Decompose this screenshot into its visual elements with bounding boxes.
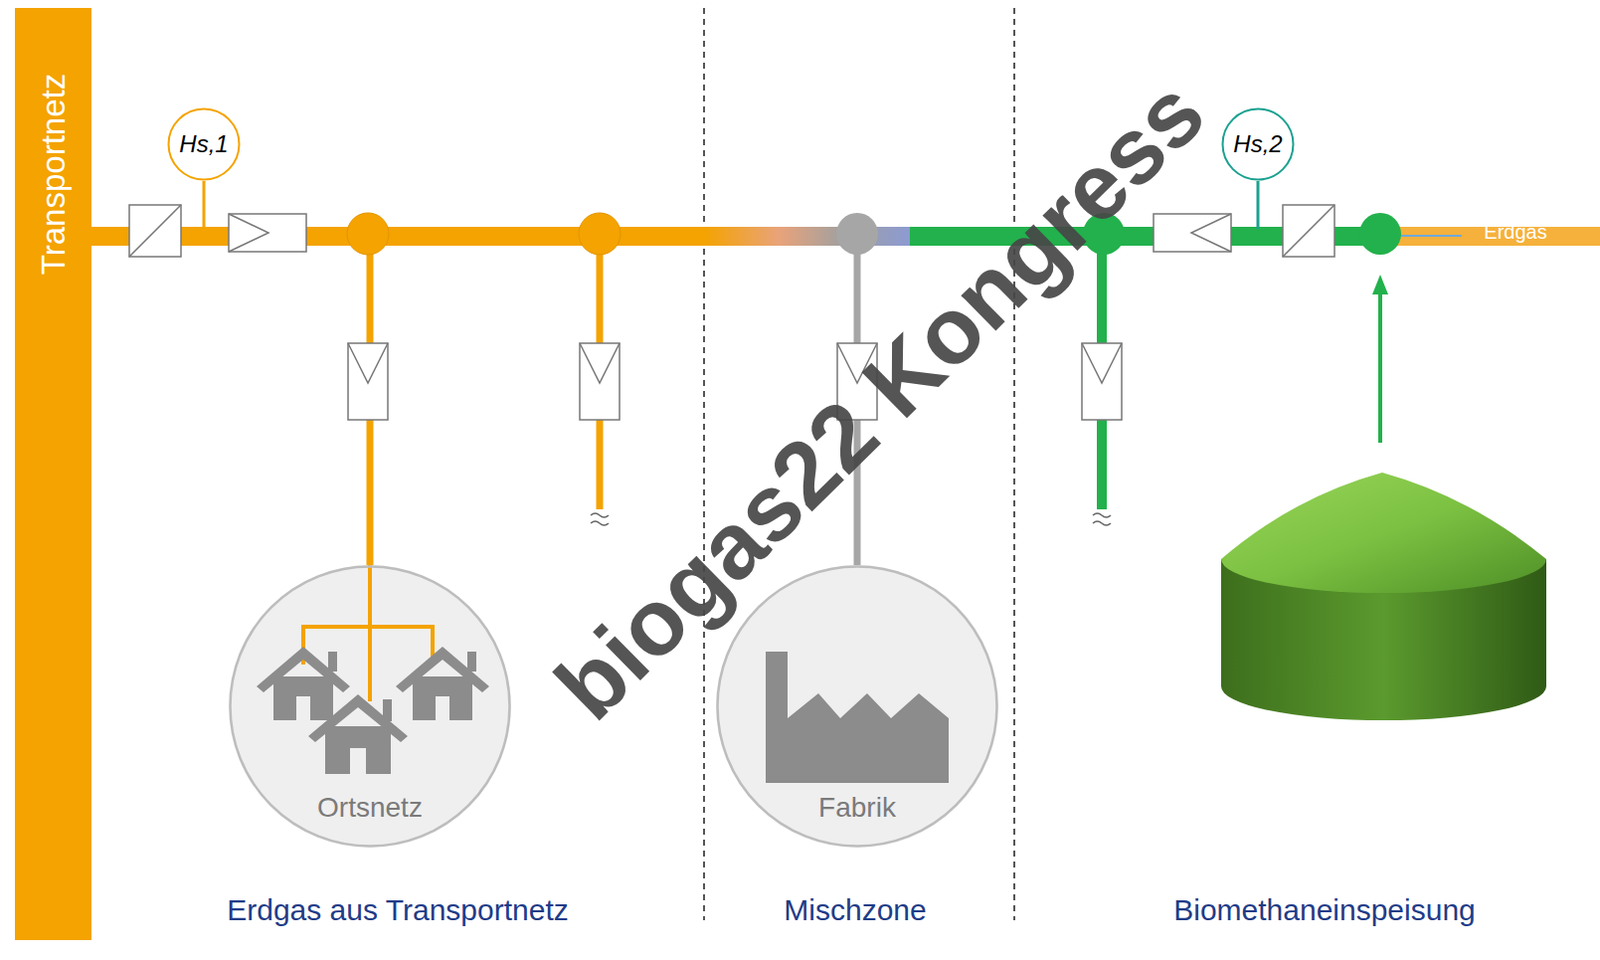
band-title: Transportnetz (34, 73, 73, 275)
calorific-value-symbol: Hs,1 (178, 130, 228, 159)
zone-label: Biomethaneinspeisung (1173, 892, 1476, 927)
consumer-label: Fabrik (818, 791, 896, 824)
consumer-label: Ortsnetz (317, 791, 423, 824)
local-network-circle: Ortsnetz (228, 564, 512, 848)
calorific-value-circle: Hs,2 (1221, 107, 1295, 181)
calorific-value-symbol: Hs,2 (1233, 130, 1282, 159)
calorific-value-circle: Hs,1 (167, 107, 241, 181)
transport-band: Transportnetz (14, 7, 92, 940)
zone-label: Mischzone (783, 892, 926, 927)
zone-label: Erdgas aus Transportnetz (226, 892, 569, 927)
pipe-label: Erdgas (1483, 220, 1547, 244)
gas-pipe (91, 235, 370, 565)
factory-circle: Fabrik (715, 564, 999, 848)
